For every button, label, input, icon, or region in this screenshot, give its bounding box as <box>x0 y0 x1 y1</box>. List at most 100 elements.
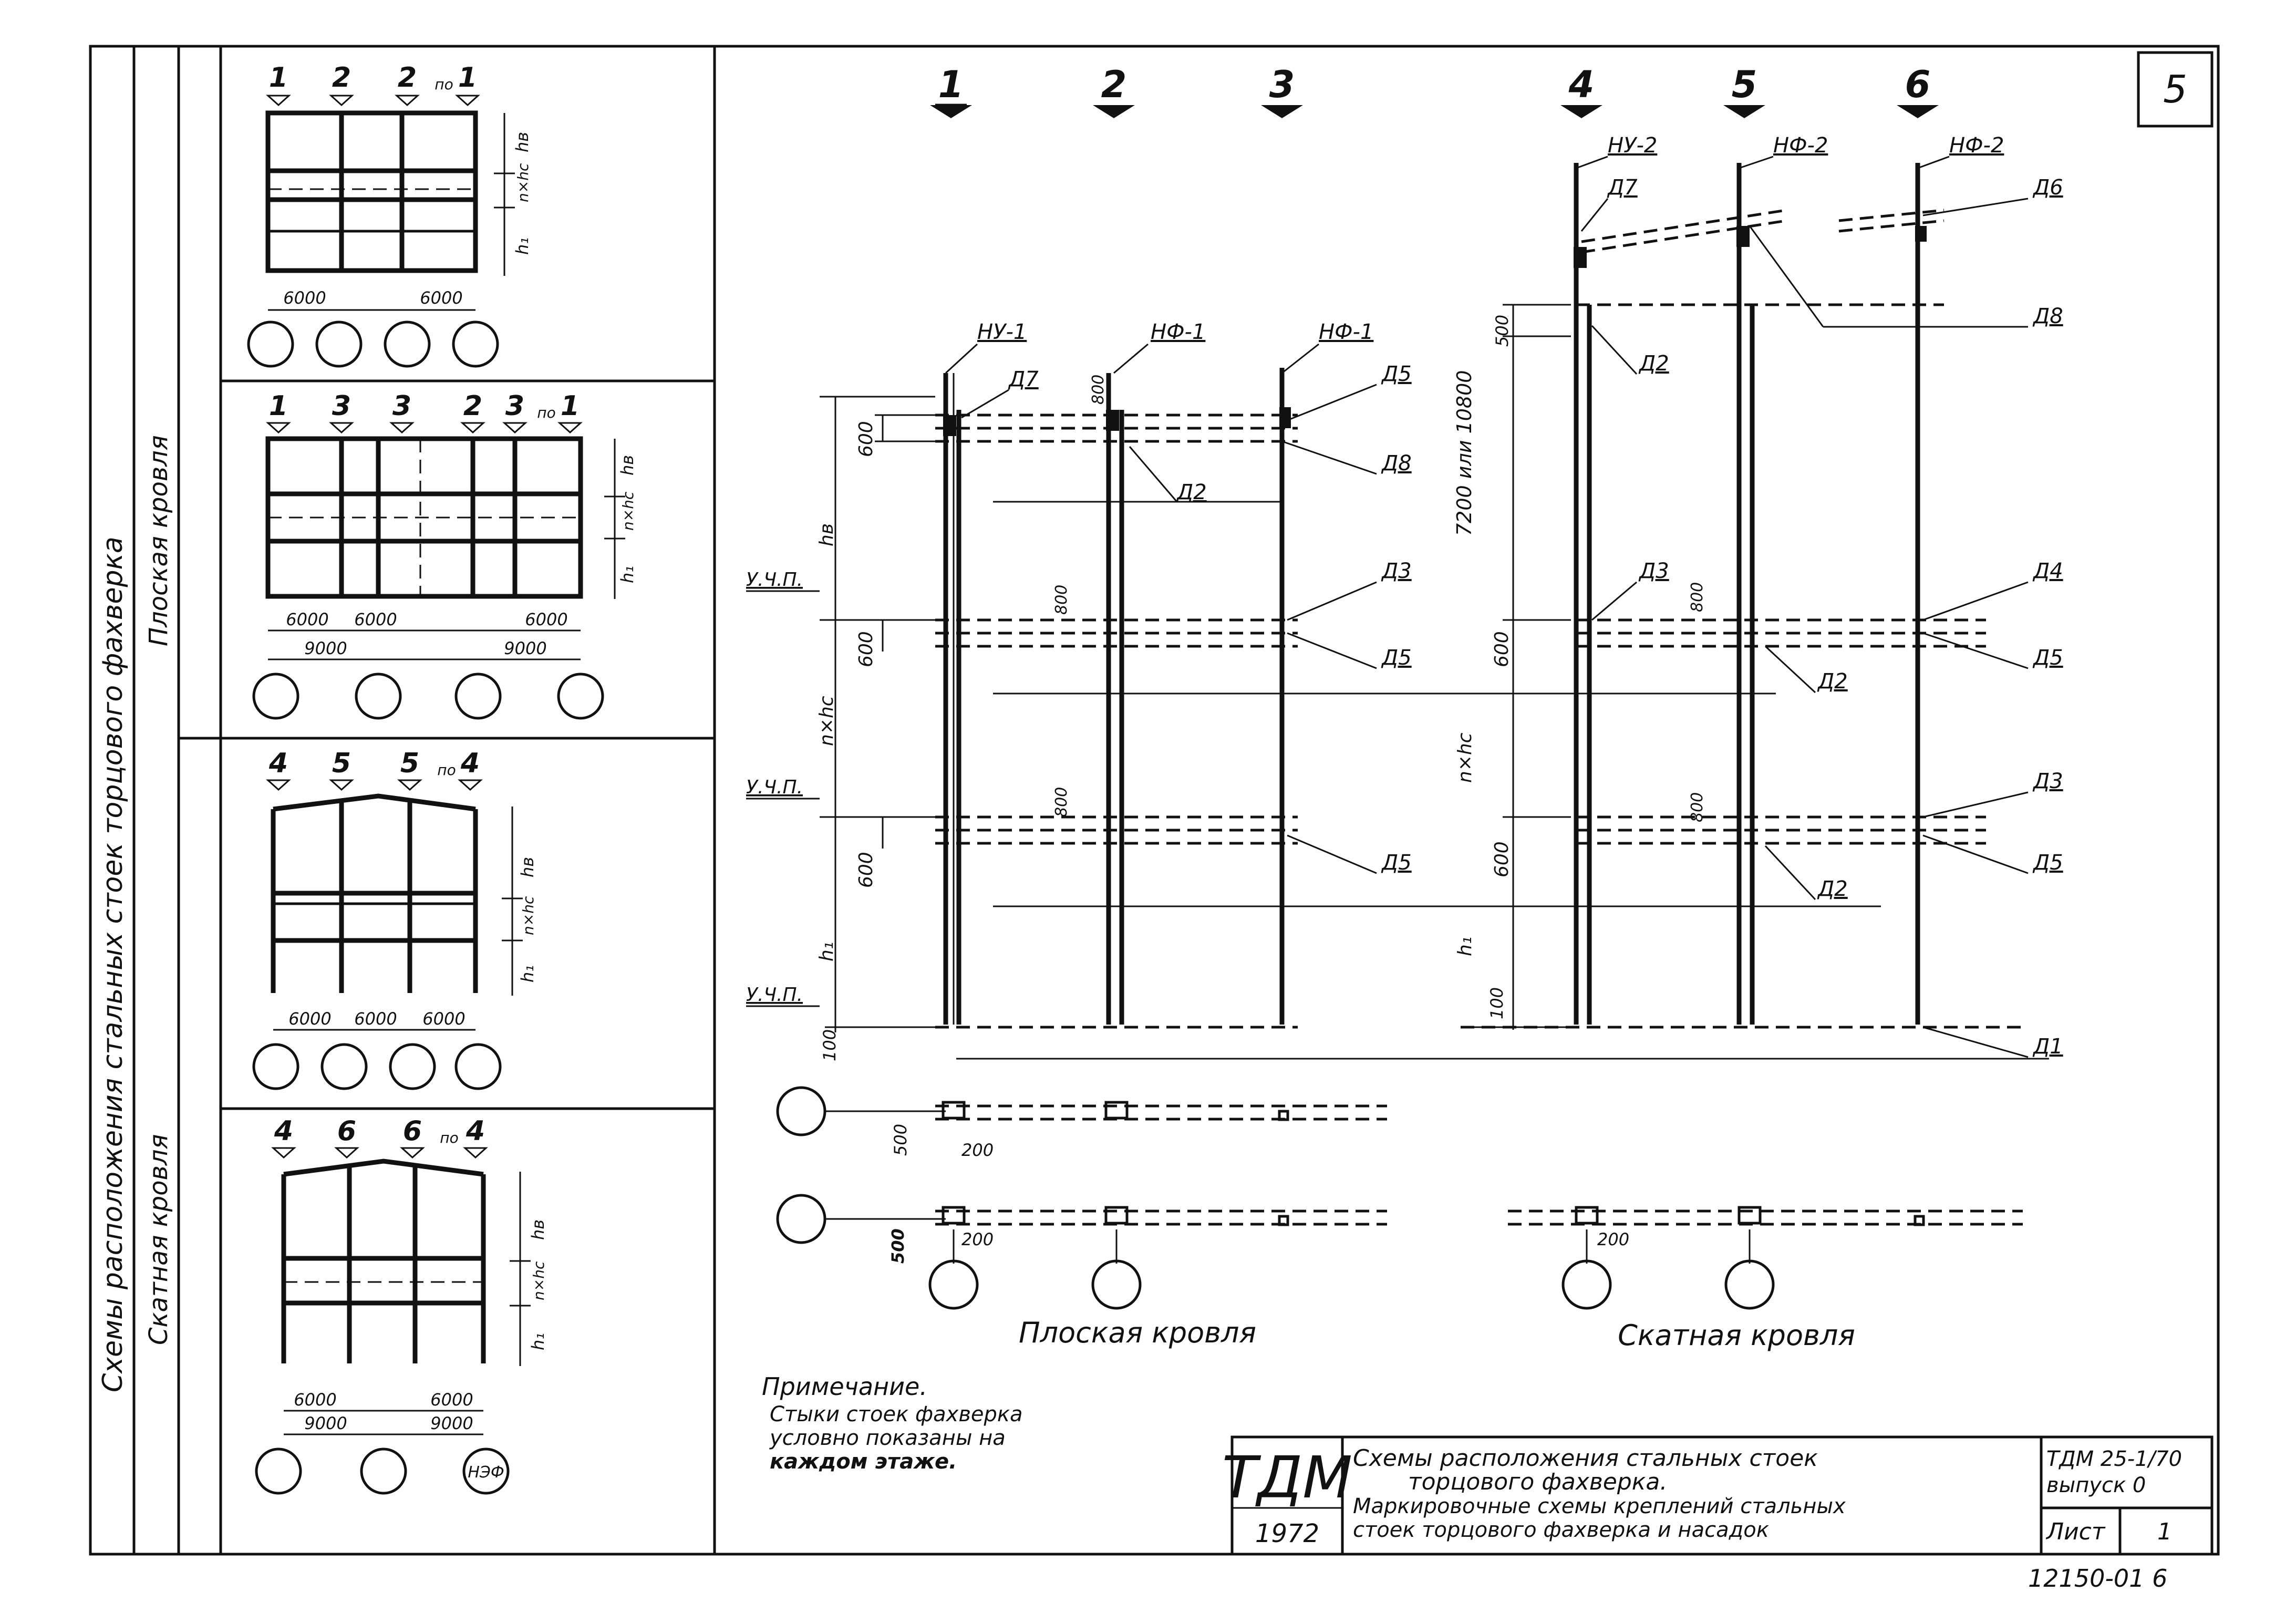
column-mark-5: 5 <box>1732 63 1757 106</box>
dim-text: 200 <box>1597 1229 1629 1249</box>
thumb-mark: 1 <box>269 390 288 422</box>
detail-label: Д5 <box>1381 851 1412 875</box>
thumb-dim: 6000 <box>294 1390 336 1410</box>
dim-text: 600 <box>855 631 877 667</box>
level-label: У.Ч.П. <box>746 777 803 798</box>
column-mark-4: 4 <box>1568 63 1595 106</box>
right-dimension-chain: 500 7200 или 10800 600 n×hc 600 h₁ 100 <box>1453 304 1571 1030</box>
thumbnail-3: 4 5 5 по 4 h₁ n×hc hв 6000 6000 6000 <box>252 748 537 1090</box>
thumb-vlabel: h₁ <box>512 237 532 255</box>
thumb-mark: 4 <box>268 748 288 779</box>
detail-label: Д8 <box>2032 304 2063 328</box>
thumb-dim: 6000 <box>422 1009 465 1029</box>
thumb-vlabel: hв <box>617 455 637 475</box>
column-head-label: НФ-1 <box>1151 320 1205 344</box>
dim-text: 600 <box>855 852 877 888</box>
note-line: условно показаны на <box>769 1426 1006 1450</box>
doc-code: ТДМ 25-1/70 <box>2046 1447 2182 1471</box>
thumb-dim: 6000 <box>288 1009 331 1029</box>
detail-label: Д2 <box>1817 669 1848 694</box>
thumb-mark: 3 <box>392 390 411 422</box>
thumbnail-2: 1 3 3 2 3 по 1 h₁ n×hc hв 6000 6000 6000… <box>252 390 637 720</box>
thumb-vlabel: hв <box>512 132 532 152</box>
detail-label: Д5 <box>1381 646 1412 670</box>
dim-text: 500 <box>888 1228 908 1264</box>
thumb-mark: 6 <box>403 1115 422 1147</box>
side-main-title: Схемы расположения стальных стоек торцов… <box>97 536 129 1392</box>
detail-label: Д3 <box>1638 559 1669 583</box>
thumb-mark: по <box>440 1129 458 1146</box>
detail-label: Д3 <box>1381 559 1412 583</box>
column-head-label: НФ-1 <box>1319 320 1373 344</box>
detail-label: Д7 <box>1008 367 1039 391</box>
dim-text: n×hc <box>816 696 837 746</box>
thumb-dim: 6000 <box>283 288 326 308</box>
detail-label: Д1 <box>2032 1035 2063 1059</box>
column-marks: 1 2 3 4 5 6 <box>930 63 1939 118</box>
thumb-mark: 3 <box>332 390 351 422</box>
thumb-mark: 6 <box>337 1115 356 1147</box>
thumb-mark: 3 <box>505 390 524 422</box>
sheet-number: 5 <box>2163 67 2187 111</box>
column-head-label: НУ-2 <box>1608 133 1657 158</box>
title-line: Маркировочные схемы креплений стальных <box>1353 1494 1846 1518</box>
note-title: Примечание. <box>762 1372 927 1401</box>
thumb-dim: 6000 <box>286 609 328 629</box>
detail-label: Д4 <box>2032 559 2063 583</box>
detail-label: Д7 <box>1607 175 1638 200</box>
thumb-vlabel: hв <box>518 857 537 877</box>
thumb-dim: 9000 <box>430 1413 473 1433</box>
detail-label: Д3 <box>2032 769 2063 793</box>
thumb-mark: 4 <box>460 748 480 779</box>
column-mark-6: 6 <box>1905 63 1931 106</box>
plan-caption-flat: Плоская кровля <box>1019 1316 1256 1349</box>
thumb-mark: 4 <box>274 1115 293 1147</box>
plan-caption-pitched: Скатная кровля <box>1618 1319 1855 1352</box>
logo-text: ТДМ <box>1222 1444 1352 1511</box>
elevation-columns <box>943 163 1927 1025</box>
dim-text: 800 <box>1688 582 1707 612</box>
dim-text: 500 <box>891 1124 911 1156</box>
column-mark-1: 1 <box>938 63 964 106</box>
dim-text: 100 <box>1487 987 1507 1019</box>
plan-strips: 500 200 500 200 200 Плоская кровля Скатн… <box>776 1086 2023 1352</box>
title-line: Схемы расположения стальных стоек <box>1353 1445 1818 1472</box>
thumbnail-1: 1 2 2 по 1 h₁ n×hc hв 6000 6000 <box>247 62 532 368</box>
thumb-vlabel: n×hc <box>619 491 637 531</box>
dim-text: 200 <box>961 1229 994 1249</box>
thumb-vlabel: n×hc <box>530 1261 547 1300</box>
dim-text: h₁ <box>1454 937 1476 956</box>
detail-label: Д2 <box>1638 351 1669 376</box>
thumb-dim: 9000 <box>304 638 347 658</box>
thumb-vlabel: n×hc <box>514 163 532 202</box>
note-line: Стыки стоек фахверка <box>770 1402 1023 1426</box>
title-line: стоек торцового фахверка и насадок <box>1353 1518 1769 1542</box>
thumb-dim: 6000 <box>420 288 462 308</box>
dim-text: 800 <box>1052 787 1071 817</box>
thumb-mark: 2 <box>463 390 482 422</box>
dim-text: 800 <box>1688 792 1707 822</box>
sheet-value: 1 <box>2157 1518 2172 1545</box>
column-mark-2: 2 <box>1101 63 1127 106</box>
level-label: У.Ч.П. <box>746 984 803 1006</box>
dim-text: 800 <box>1052 585 1071 615</box>
note-block: Примечание. Стыки стоек фахверка условно… <box>762 1372 1023 1474</box>
thumb-mark: 5 <box>332 748 351 779</box>
left-dimension-chain: 600 600 600 hв n×hc h₁ 100 У.Ч.П. У.Ч.П.… <box>746 375 1707 1061</box>
column-head-label: НФ-2 <box>1949 133 2004 158</box>
title-line: торцового фахверка. <box>1408 1469 1667 1495</box>
thumb-dim: 9000 <box>304 1413 347 1433</box>
side-flat-roof-label: Плоская кровля <box>144 435 173 646</box>
detail-label: Д6 <box>2032 175 2063 200</box>
detail-label: Д2 <box>1176 480 1207 504</box>
detail-label: Д5 <box>2032 646 2063 670</box>
thumb-mark: 5 <box>400 748 419 779</box>
dim-text: 200 <box>961 1140 994 1160</box>
thumb-mark: 1 <box>269 62 288 94</box>
thumb-mark: по <box>435 76 453 93</box>
thumb-dim: 6000 <box>525 609 567 629</box>
thumb-mark: 4 <box>466 1115 485 1147</box>
archive-number: 12150-01 6 <box>2028 1564 2167 1593</box>
dim-text: h₁ <box>816 942 837 961</box>
dim-text: n×hc <box>1454 732 1476 783</box>
